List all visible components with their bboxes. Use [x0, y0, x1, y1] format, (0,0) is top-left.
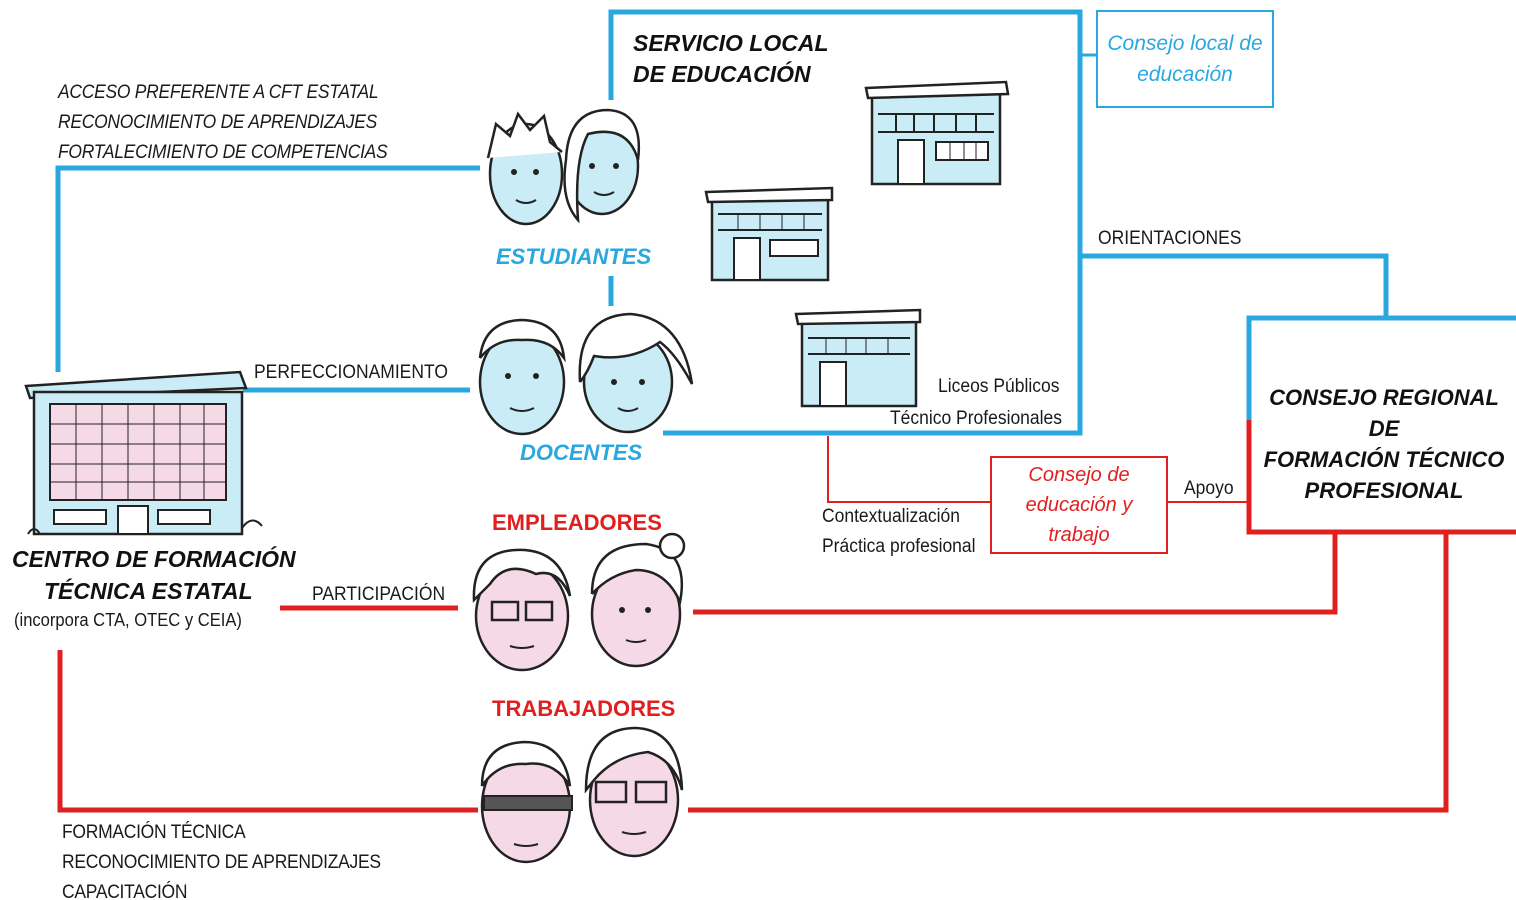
servicio-local-frame [608, 9, 1083, 436]
consejo-local-box: Consejo local de educación [1096, 10, 1274, 108]
benefit-item: ACCESO PREFERENTE A CFT ESTATAL [58, 82, 379, 103]
consejo-regional-line2: FORMACIÓN TÉCNICO [1263, 447, 1505, 472]
school-building-icon [704, 186, 834, 282]
benefit-item: FORTALECIMIENTO DE COMPETENCIAS [58, 142, 388, 163]
orientaciones-label: ORIENTACIONES [1098, 228, 1242, 249]
school-building-icon [864, 80, 1010, 186]
benefit-item: RECONOCIMIENTO DE APRENDIZAJES [58, 112, 378, 133]
docentes-illustration [478, 312, 694, 436]
consejo-educacion-trabajo-box: Consejo de educación y trabajo [990, 456, 1168, 554]
cft-estudiantes-line [55, 165, 480, 372]
consejo-local-line2: educación [1137, 63, 1233, 86]
cft-trabajadores-line [57, 650, 478, 813]
empleadores-illustration [472, 532, 686, 672]
empleadores-label: EMPLEADORES [492, 510, 662, 535]
consejo-regional-line3: PROFESIONAL [1304, 478, 1464, 503]
liceos-line1: Liceos Públicos [938, 376, 1060, 397]
consejo-regional-frame-top [1246, 315, 1516, 420]
school-building-icon [794, 308, 922, 408]
consejo-local-line1: Consejo local de [1107, 32, 1263, 55]
orientaciones-line [1080, 253, 1389, 318]
estudiantes-illustration [486, 108, 641, 226]
cft-title-line2: TÉCNICA ESTATAL [44, 578, 253, 604]
servicio-local-title: SERVICIO LOCAL DE EDUCACIÓN [633, 28, 829, 90]
consejo-regional-frame-bottom [1246, 420, 1516, 535]
perfeccionamiento-label: PERFECCIONAMIENTO [254, 362, 448, 383]
consejo-et-line2: educación y [1025, 494, 1133, 516]
consejo-et-line1: Consejo de [1028, 464, 1130, 486]
benefit-item: FORMACIÓN TÉCNICA [62, 822, 246, 843]
cft-building-icon [24, 370, 263, 536]
participacion-label: PARTICIPACIÓN [312, 584, 446, 605]
empleadores-regional-line [693, 533, 1338, 615]
contextualizacion-label: Contextualización [822, 506, 960, 527]
cft-title-line1: CENTRO DE FORMACIÓN [12, 546, 296, 572]
liceos-line2: Técnico Profesionales [890, 408, 1062, 429]
consejo-regional-line1: CONSEJO REGIONAL DE [1269, 385, 1499, 441]
contextualizacion-line [827, 436, 990, 503]
consejo-regional-title: CONSEJO REGIONAL DE FORMACIÓN TÉCNICO PR… [1252, 382, 1516, 506]
servicio-local-line1: SERVICIO LOCAL [633, 30, 829, 56]
estudiantes-label: ESTUDIANTES [496, 244, 652, 269]
trabajadores-label: TRABAJADORES [492, 696, 676, 721]
trabajadores-illustration [480, 726, 684, 864]
practica-label: Práctica profesional [822, 536, 976, 557]
consejo-et-line3: trabajo [1048, 524, 1110, 546]
trabajadores-regional-line [688, 533, 1449, 813]
benefit-item: RECONOCIMIENTO DE APRENDIZAJES [62, 852, 381, 873]
cft-subtitle: (incorpora CTA, OTEC y CEIA) [14, 610, 242, 630]
apoyo-label: Apoyo [1184, 478, 1234, 499]
benefit-item: CAPACITACIÓN [62, 882, 188, 900]
servicio-local-line2: DE EDUCACIÓN [633, 61, 811, 87]
cft-benefits-list: ACCESO PREFERENTE A CFT ESTATAL RECONOCI… [58, 78, 388, 168]
docentes-label: DOCENTES [520, 440, 643, 465]
trabajadores-benefits-list: FORMACIÓN TÉCNICA RECONOCIMIENTO DE APRE… [62, 818, 381, 900]
